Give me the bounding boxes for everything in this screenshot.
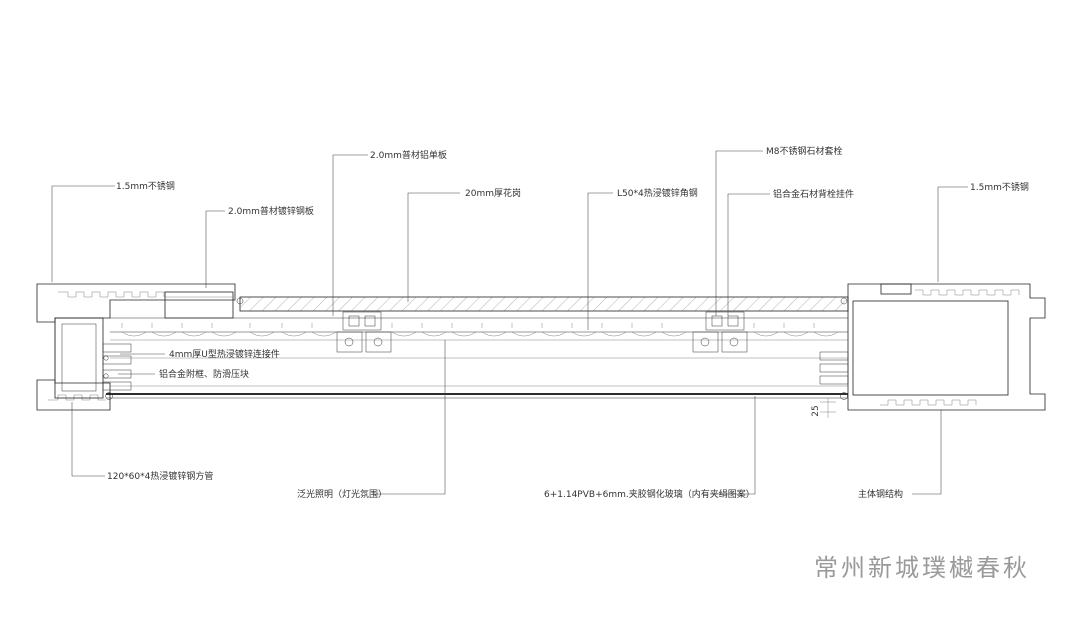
dimension-value: 25	[811, 405, 821, 416]
right-stone-anchor	[692, 311, 748, 353]
callout-glass: 6+1.14PVB+6mm.夹胶钢化玻璃（内有夹绢图案）	[544, 488, 755, 500]
callout-u-connector: 4mm厚U型热浸镀锌连接件	[169, 348, 280, 360]
callout-main-structure: 主体钢结构	[858, 488, 903, 500]
leader-lines	[51, 150, 968, 495]
laminated-glass	[105, 297, 848, 400]
aluminium-clip-strip	[110, 317, 848, 341]
light-cavity	[110, 357, 848, 387]
dimension-25: 25	[811, 398, 836, 418]
left-stone-anchor	[336, 311, 392, 353]
callout-alu-hanger: 铝合金石材背栓挂件	[773, 188, 854, 200]
callout-galv-steel-plate: 2.0mm普材镀锌钢板	[228, 205, 314, 217]
callout-alu-pad: 铝合金附框、防滑压块	[159, 368, 249, 380]
watermark-text: 常州新城璞樾春秋	[814, 554, 1030, 582]
marble-slab	[239, 296, 849, 312]
left-square-steel-tube	[54, 317, 104, 399]
callout-alu-plate: 2.0mm普材铝单板	[370, 149, 447, 161]
galvanized-steel-plate-box	[164, 291, 234, 319]
callout-led-light: 泛光照明（灯光氛围）	[297, 488, 387, 500]
right-stainless-profile	[819, 283, 1046, 411]
callout-m8-bolt: M8不锈钢石材套栓	[766, 145, 843, 157]
callout-stainless-right: 1.5mm不锈钢	[970, 181, 1029, 193]
callout-stainless-left: 1.5mm不锈钢	[116, 180, 175, 192]
callout-angle-steel: L50*4热浸镀锌角钢	[617, 187, 698, 199]
callout-labels: 1.5mm不锈钢 2.0mm普材铝单板 2.0mm普材镀锌钢板 20mm厚花岗 L50*…	[107, 145, 1029, 500]
left-u-connector	[102, 343, 132, 391]
callout-marble: 20mm厚花岗	[465, 187, 521, 199]
callout-square-tube: 120*60*4热浸镀锌钢方管	[107, 470, 213, 482]
